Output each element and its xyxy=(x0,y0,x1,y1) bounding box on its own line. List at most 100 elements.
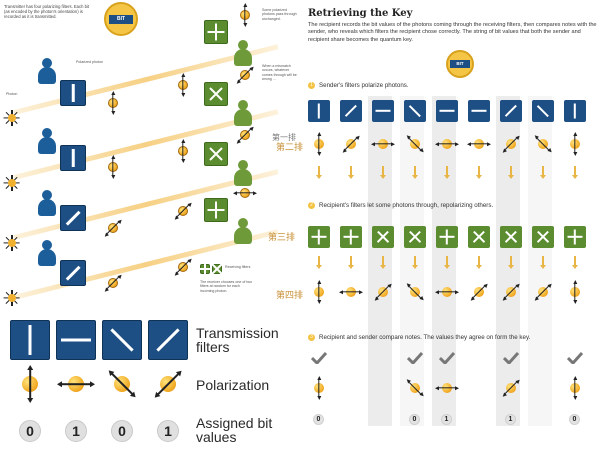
receiver-filter-cross xyxy=(372,226,394,248)
photon-source-icon xyxy=(3,235,20,251)
column-shade xyxy=(432,96,456,426)
transmit-filter-vertical xyxy=(60,145,86,171)
receiver-note: The receiver chooses one of two filters … xyxy=(200,280,252,293)
receiving-pass-text: Some polarized photons pass through unch… xyxy=(262,8,297,21)
sender-photon xyxy=(438,138,456,150)
transmit-filter-diagonal xyxy=(60,205,86,231)
legend-filter-horizontal xyxy=(56,320,96,360)
sender-filter xyxy=(308,100,330,122)
step-text: Sender's filters polarize photons. xyxy=(319,82,409,90)
down-arrow-icon xyxy=(444,256,450,269)
check-icon xyxy=(439,352,455,364)
row-label: 第一排 xyxy=(272,133,296,142)
photon-icon xyxy=(106,221,120,235)
receiver-filter-plus xyxy=(308,226,330,248)
down-arrow-icon xyxy=(572,166,578,179)
polarization-photon-icon xyxy=(156,372,180,396)
sender-photon xyxy=(344,137,358,151)
received-photon xyxy=(376,285,390,299)
step-text: Recipient and sender compare notes. The … xyxy=(319,334,531,342)
check-icon xyxy=(407,352,423,364)
receiving-filters-label: Receiving filters xyxy=(225,265,251,269)
key-bit: 1 xyxy=(505,414,516,425)
received-photon xyxy=(504,285,518,299)
photon-icon xyxy=(238,68,252,82)
column-shade xyxy=(368,96,392,426)
down-arrow-icon xyxy=(540,166,546,179)
receiver-filter-cross xyxy=(532,226,554,248)
sender-filter xyxy=(564,100,586,122)
agreed-photon xyxy=(438,382,456,394)
assigned-label: Assigned bit values xyxy=(196,415,273,445)
step-number: 3 xyxy=(308,334,315,341)
sender-photon xyxy=(536,137,550,151)
photon-icon xyxy=(176,204,190,218)
legend-cross-filter xyxy=(212,264,222,274)
down-arrow-icon xyxy=(316,256,322,269)
row-label: 第四排 xyxy=(276,291,304,301)
received-photon xyxy=(342,286,360,298)
sender-photon xyxy=(408,137,422,151)
transmit-filter-diagonal xyxy=(60,260,86,286)
legend-plus-filter xyxy=(200,264,210,274)
bit-badge-left: BIT xyxy=(104,2,138,36)
receiver-person-icon xyxy=(234,218,252,244)
badge-text: BIT xyxy=(109,15,133,24)
receive-filter-plus xyxy=(204,198,228,222)
photon-source-icon xyxy=(3,110,20,126)
key-bit: 0 xyxy=(569,414,580,425)
down-arrow-icon xyxy=(348,256,354,269)
photon-source-icon xyxy=(3,290,20,306)
received-photon xyxy=(472,285,486,299)
receiver-filter-plus xyxy=(340,226,362,248)
down-arrow-icon xyxy=(380,166,386,179)
receive-filter-cross xyxy=(204,142,228,166)
receive-filter-cross xyxy=(204,82,228,106)
row-label: 第二排 xyxy=(276,143,304,153)
down-arrow-icon xyxy=(348,166,354,179)
check-icon xyxy=(503,352,519,364)
assigned-bit: 1 xyxy=(65,420,87,442)
intro-text: Transmitter has four polarizing filters.… xyxy=(4,4,90,19)
sender-filter xyxy=(372,100,394,122)
sender-person-icon xyxy=(38,240,56,266)
photon-icon xyxy=(178,76,188,94)
receiver-filter-cross xyxy=(468,226,490,248)
received-photon xyxy=(536,285,550,299)
right-panel: Retrieving the Key The recipient records… xyxy=(300,0,600,450)
legend-filter-diagonal-up xyxy=(148,320,188,360)
sender-filter xyxy=(532,100,554,122)
photon-icon xyxy=(176,260,190,274)
polarization-photon-icon xyxy=(22,369,38,399)
agreed-photon xyxy=(569,379,581,397)
photon-icon xyxy=(108,94,118,112)
left-panel: Transmitter has four polarizing filters.… xyxy=(0,0,300,450)
down-arrow-icon xyxy=(316,166,322,179)
photon-icon xyxy=(108,158,118,176)
sender-photon xyxy=(313,135,325,153)
down-arrow-icon xyxy=(476,166,482,179)
receive-filter-plus xyxy=(204,20,228,44)
check-icon xyxy=(311,352,327,364)
sender-photon xyxy=(569,135,581,153)
key-bit: 0 xyxy=(409,414,420,425)
down-arrow-icon xyxy=(508,166,514,179)
agreed-photon xyxy=(313,379,325,397)
received-photon xyxy=(313,283,325,301)
down-arrow-icon xyxy=(412,166,418,179)
bit-badge-right: BIT xyxy=(446,50,474,78)
receiver-filter-plus xyxy=(436,226,458,248)
down-arrow-icon xyxy=(444,166,450,179)
sender-photon xyxy=(374,138,392,150)
down-arrow-icon xyxy=(540,256,546,269)
assigned-bit: 0 xyxy=(19,420,41,442)
key-bit: 1 xyxy=(441,414,452,425)
photon-icon xyxy=(236,188,254,198)
received-photon xyxy=(408,285,422,299)
receiver-person-icon xyxy=(234,100,252,126)
photon-label: Photon xyxy=(6,92,18,96)
sender-photon xyxy=(470,138,488,150)
row-label: 第三排 xyxy=(268,233,296,243)
